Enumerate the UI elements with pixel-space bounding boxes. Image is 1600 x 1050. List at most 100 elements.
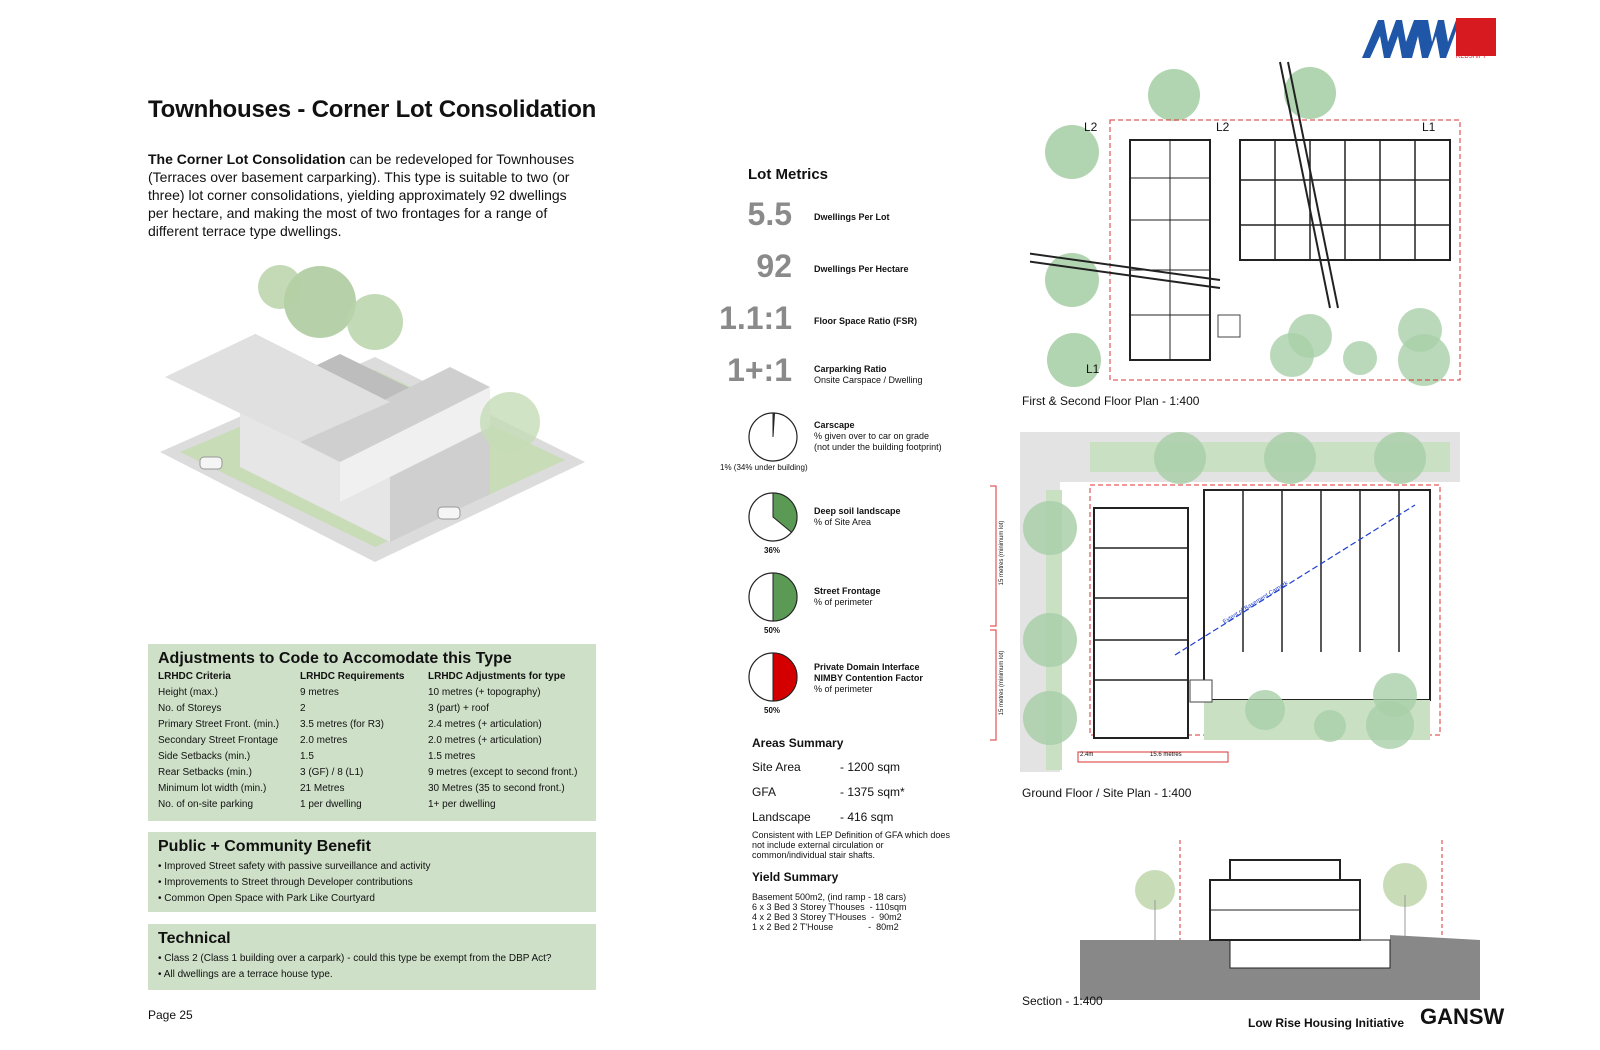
area-label: GFA — [752, 785, 777, 799]
cell: 9 metres — [300, 686, 339, 698]
page-number: Page 25 — [148, 1008, 193, 1022]
logo-subtitle: REDSHIFT — [1456, 54, 1486, 60]
yield-line: 1 x 2 Bed 2 T'House - 80m2 — [752, 922, 899, 932]
cell: 1.5 — [300, 750, 314, 762]
area-label: Site Area — [752, 760, 801, 774]
table-row: Minimum lot width (min.) 21 Metres 30 Metr… — [158, 780, 586, 796]
area-value: - 1200 sqm — [840, 760, 901, 774]
first-second-floor-plan: L2 L2 L1 L1 — [1017, 60, 1470, 400]
cell: No. of on-site parking — [158, 798, 254, 810]
metric-sublabel: (not under the building footprint) — [814, 442, 942, 452]
intro-paragraph: The Corner Lot Consolidation can be rede… — [148, 150, 588, 240]
plan-label: L2 — [1216, 120, 1230, 134]
cell: 21 Metres — [300, 782, 345, 794]
table-header-row: LRHDC Criteria LRHDC Requirements LRHDC … — [158, 671, 586, 684]
cell: 1.5 metres — [428, 750, 476, 762]
areas-title: Areas Summary — [752, 736, 844, 750]
public-benefit-title: Public + Community Benefit — [158, 838, 371, 855]
yield-title: Yield Summary — [752, 870, 839, 884]
intro-text: can be redeveloped for Townhouses (Terra… — [148, 151, 575, 239]
cell: 3 (part) + roof — [428, 702, 489, 714]
metric-sublabel: % of perimeter — [814, 684, 873, 694]
list-item: • Class 2 (Class 1 building over a carpa… — [158, 953, 552, 964]
metric-value: 1+:1 — [727, 352, 792, 388]
cell: 10 metres (+ topography) — [428, 686, 541, 698]
cell: 9 metres (except to second front.) — [428, 766, 578, 778]
metric-label: Private Domain Interface — [814, 662, 920, 672]
pie-percent: 50% — [764, 626, 781, 635]
metric-label: Street Frontage — [814, 586, 881, 596]
street-frontage-pie — [748, 572, 798, 622]
areas-note: Consistent with LEP Definition of GFA wh… — [752, 830, 950, 860]
column-header: LRHDC Criteria — [158, 671, 231, 682]
list-item: • All dwellings are a terrace house type… — [158, 969, 333, 980]
lot-metrics-title: Lot Metrics — [748, 166, 829, 183]
metric-label: Carscape — [814, 420, 855, 430]
metric-label: Dwellings Per Hectare — [814, 264, 909, 274]
cell: 1 per dwelling — [300, 798, 362, 810]
cell: 2.4 metres (+ articulation) — [428, 718, 542, 730]
isometric-illustration — [160, 262, 590, 592]
cell: 2 — [300, 702, 306, 714]
metric-label: Floor Space Ratio (FSR) — [814, 316, 918, 326]
adjustments-panel: Adjustments to Code to Accomodate this T… — [148, 644, 596, 821]
area-value: - 416 sqm — [840, 810, 894, 824]
technical-title: Technical — [158, 930, 231, 947]
dimension-label: 15.6 metres — [1150, 752, 1182, 758]
metric-label: Dwellings Per Lot — [814, 212, 890, 222]
metric-sublabel: % of perimeter — [814, 597, 873, 607]
pie-slice — [772, 412, 776, 438]
cell: 3 (GF) / 8 (L1) — [300, 766, 364, 778]
yield-line: 6 x 3 Bed 3 Storey T'houses - 110sqm — [752, 902, 907, 912]
cell: Minimum lot width (min.) — [158, 782, 267, 794]
cell: Secondary Street Frontage — [158, 734, 279, 746]
org-label: GANSW — [1420, 1004, 1505, 1029]
metric-sublabel: % of Site Area — [814, 517, 872, 527]
list-item: • Improvements to Street through Develop… — [158, 877, 413, 888]
deep-soil-pie — [748, 492, 798, 542]
pie-slice — [772, 572, 798, 622]
yield-line: Basement 500m2, (ind ramp - 18 cars) — [752, 892, 907, 902]
dimension-label: 2.4m — [1080, 752, 1094, 758]
metric-sublabel: NIMBY Contention Factor — [814, 673, 923, 683]
plan-label: L1 — [1086, 362, 1100, 376]
carscape-pie — [748, 412, 798, 462]
dimension-label: 15 metres (minimum lot) — [999, 650, 1005, 716]
table-row: Rear Setbacks (min.)3 (GF) / 8 (L1)9 met… — [158, 764, 586, 780]
pie-percent: 50% — [764, 706, 781, 715]
cell: No. of Storeys — [158, 702, 222, 714]
private-domain-pie — [748, 652, 798, 702]
list-item: • Improved Street safety with passive su… — [158, 861, 431, 872]
cell: 3.5 metres (for R3) — [300, 718, 384, 730]
plan1-caption: First & Second Floor Plan - 1:400 — [1022, 394, 1200, 408]
pie-slice — [772, 652, 798, 702]
cell: 2.0 metres (+ articulation) — [428, 734, 542, 746]
pie-percent: 36% — [764, 546, 781, 555]
area-value: - 1375 sqm* — [840, 785, 905, 799]
plan-label: L2 — [1084, 120, 1098, 134]
ground-floor-plan: 2.4m 15.6 metres 15 metres (minimum lot)… — [985, 430, 1470, 780]
metric-value: 1.1:1 — [719, 300, 792, 336]
column-header: LRHDC Requirements — [300, 671, 405, 682]
table-row: No. of Storeys 2 3 (part) + roof — [158, 700, 586, 716]
metric-label: Deep soil landscape — [814, 506, 901, 516]
cell: 30 Metres (35 to second front.) — [428, 782, 565, 794]
pie-percent: 1% (34% under building) — [720, 463, 808, 472]
cell: Primary Street Front. (min.) — [158, 718, 280, 730]
section-caption: Section - 1:400 — [1022, 994, 1103, 1008]
public-benefit-panel: Public + Community Benefit • Improved St… — [148, 832, 596, 912]
metric-label: Carparking Ratio — [814, 364, 887, 374]
logo-mark-icon — [1362, 18, 1496, 58]
plan2-caption: Ground Floor / Site Plan - 1:400 — [1022, 786, 1192, 800]
metric-sublabel: % given over to car on grade — [814, 431, 930, 441]
table-row: Side Setbacks (min.) 1.5 1.5 metres — [158, 748, 586, 764]
cell: Side Setbacks (min.) — [158, 750, 251, 762]
dimension-label: 15 metres (minimum lot) — [999, 520, 1005, 586]
areas-table: Site Area - 1200 sqm GFA - 1375 sqm* Lan… — [752, 760, 962, 840]
technical-panel: Technical • Class 2 (Class 1 building ov… — [148, 924, 596, 990]
cell: Height (max.) — [158, 686, 219, 698]
cell: 2.0 metres — [300, 734, 348, 746]
yield-line: 4 x 2 Bed 3 Storey T'Houses - 90m2 — [752, 912, 902, 922]
section-drawing — [1080, 840, 1480, 1000]
